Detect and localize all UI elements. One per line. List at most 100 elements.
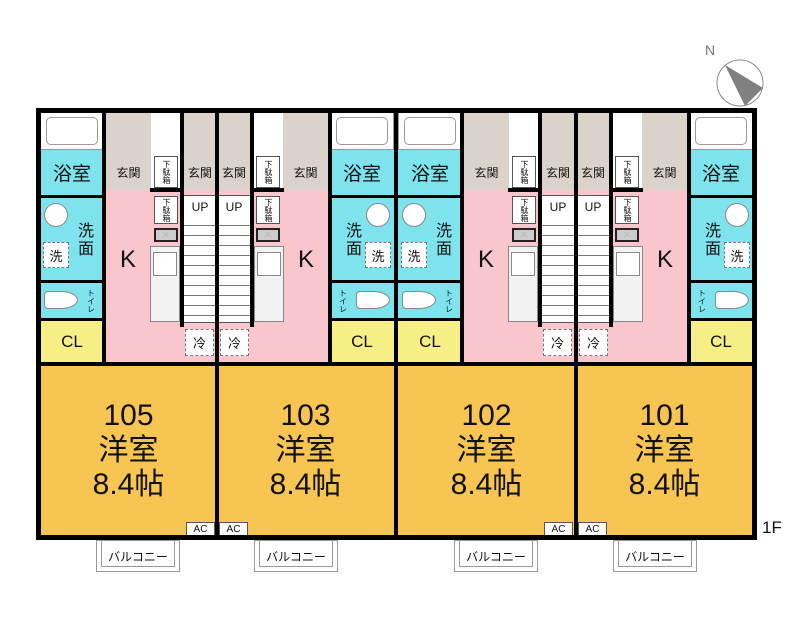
wall: [250, 112, 254, 327]
fridge-space: 冷: [579, 329, 608, 356]
room-size: 8.4帖: [269, 468, 342, 502]
shoe-cabinet: 下駄箱: [256, 156, 280, 188]
closet: CL: [330, 321, 394, 362]
room-room-type: 洋室: [275, 433, 336, 467]
entrance[interactable]: 玄関: [464, 155, 509, 190]
wall: [538, 112, 542, 327]
room-number: 101: [639, 399, 690, 433]
washbasin-icon: [366, 203, 390, 227]
bathtub: [689, 112, 753, 150]
washer-space: 洗: [724, 242, 750, 268]
entrance[interactable]: 玄関: [283, 155, 328, 190]
stair-entrance[interactable]: 玄関: [183, 155, 217, 190]
wall: [396, 280, 462, 283]
wall: [180, 112, 184, 327]
wall: [687, 110, 691, 365]
wall: [328, 110, 332, 365]
balcony: バルコニー: [613, 540, 697, 572]
stair-entrance-door-area: [217, 112, 251, 155]
washroom-label: 洗面: [433, 222, 450, 258]
stairs-up-label: UP: [218, 198, 250, 216]
bathtub: [330, 112, 394, 150]
wall: [394, 108, 398, 540]
stair-entrance[interactable]: 玄関: [576, 155, 610, 190]
air-conditioner: AC: [186, 522, 215, 536]
room-size: 8.4帖: [450, 468, 523, 502]
shoe-cabinet: 下駄箱: [615, 156, 639, 188]
shoe-cabinet-2: 下駄箱: [512, 196, 536, 224]
washbasin-icon: [725, 203, 749, 227]
closet: CL: [689, 321, 753, 362]
closet: CL: [398, 321, 462, 362]
north-arrow-icon: [716, 59, 764, 107]
stairs-up-label: UP: [577, 198, 609, 216]
toilet-bowl-icon: [356, 291, 390, 309]
bathroom: 浴室: [330, 150, 394, 195]
wall: [38, 318, 104, 321]
room-number: 103: [280, 399, 331, 433]
stove-icon: [616, 252, 640, 276]
wall: [508, 188, 542, 192]
stair-entrance[interactable]: 玄関: [541, 155, 575, 190]
wall: [396, 362, 575, 366]
stair-entrance[interactable]: 玄関: [217, 155, 251, 190]
kitchen-label: K: [656, 246, 673, 273]
washer-space: 洗: [43, 242, 69, 268]
wall: [689, 195, 755, 198]
stove-icon: [257, 252, 281, 276]
closet: CL: [40, 321, 104, 362]
room-number: 105: [103, 399, 154, 433]
wall: [36, 108, 41, 540]
meter-box-icon: [256, 228, 280, 242]
wall: [396, 318, 462, 321]
shoe-cabinet-2: 下駄箱: [154, 196, 178, 224]
stove-icon: [511, 252, 535, 276]
room-size: 8.4帖: [92, 468, 165, 502]
room-number: 102: [461, 399, 512, 433]
north-label: N: [705, 42, 716, 58]
entrance[interactable]: 玄関: [642, 155, 687, 190]
washroom-label: 洗面: [702, 222, 719, 258]
kitchen-label: K: [119, 246, 136, 273]
stair-entrance-door-area: [576, 112, 610, 155]
air-conditioner: AC: [219, 522, 248, 536]
toilet-bowl-icon: [402, 291, 436, 309]
wall: [217, 362, 396, 366]
shoe-cabinet-2: 下駄箱: [615, 196, 639, 224]
toilet-bowl-icon: [44, 291, 78, 309]
toilet-label: トイレ: [697, 289, 707, 313]
wall: [396, 195, 462, 198]
stair-entrance-door-area: [541, 112, 575, 155]
floor-label: 1F: [762, 518, 782, 537]
wall: [609, 112, 613, 327]
wall: [102, 110, 106, 365]
stair-entrance-door-area: [183, 112, 217, 155]
entrance[interactable]: 玄関: [106, 155, 151, 190]
wall: [330, 195, 396, 198]
meter-box-icon: [615, 228, 639, 242]
entrance-door-area: [464, 112, 509, 155]
wall: [38, 362, 217, 366]
fridge-space: 冷: [543, 329, 572, 356]
room-room-type: 洋室: [634, 433, 695, 467]
washer-space: 洗: [401, 242, 427, 268]
washroom-label: 洗面: [343, 222, 360, 258]
wall: [38, 195, 104, 198]
compass: N: [705, 42, 765, 108]
wall: [752, 108, 757, 540]
shoe-cabinet: 下駄箱: [154, 156, 178, 188]
shoe-cabinet: 下駄箱: [512, 156, 536, 188]
washbasin-icon: [44, 203, 68, 227]
entrance-door-area: [642, 112, 687, 155]
bathtub: [398, 112, 462, 150]
balcony: バルコニー: [96, 540, 180, 572]
shoe-cabinet-2: 下駄箱: [256, 196, 280, 224]
room-room-type: 洋室: [98, 433, 159, 467]
wall: [38, 280, 104, 283]
wall: [330, 318, 396, 321]
bathtub: [40, 112, 104, 150]
fridge-space: 冷: [185, 329, 214, 356]
toilet-label: トイレ: [338, 289, 348, 313]
